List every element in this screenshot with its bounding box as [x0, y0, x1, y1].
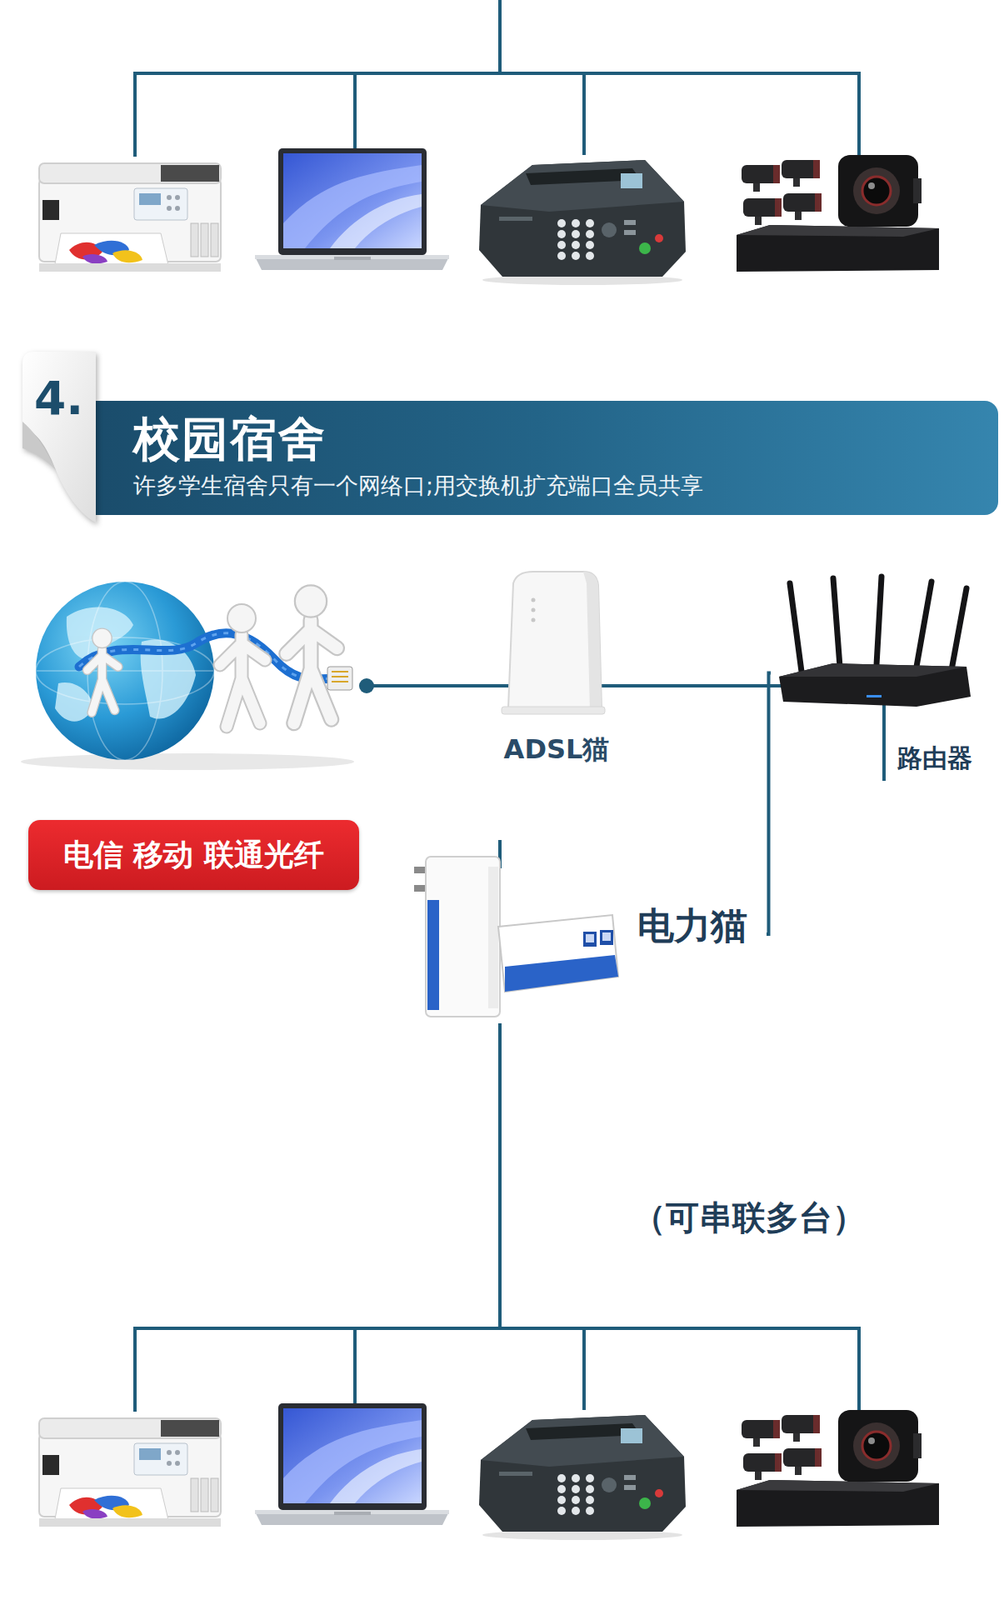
network-cable — [616, 684, 771, 688]
note-text: （可串联多台） — [632, 1196, 866, 1239]
network-cable — [366, 684, 497, 688]
section-band: 校园宿舍许多学生宿舍只有一个网络口;用交换机扩充端口全员共享 — [86, 400, 999, 515]
device-label: 路由器 — [897, 742, 973, 775]
router-device: 路由器 — [770, 566, 980, 780]
section-title: 校园宿舍 — [133, 412, 327, 466]
section-subtitle: 许多学生宿舍只有一个网络口;用交换机扩充端口全员共享 — [133, 470, 704, 501]
network-cable — [766, 673, 771, 935]
modem-device: ADSL猫 — [496, 566, 617, 771]
section-tab: 4. — [22, 351, 96, 523]
isp-badge: 电信 移动 联通光纤 — [28, 819, 360, 890]
isp-group: 电信 移动 联通光纤 — [24, 579, 367, 890]
section-number: 4. — [34, 373, 84, 425]
device-label: ADSL猫 — [504, 732, 610, 766]
device-label: 电力猫 — [637, 904, 748, 948]
powerline-device: 电力猫 — [408, 841, 767, 1027]
